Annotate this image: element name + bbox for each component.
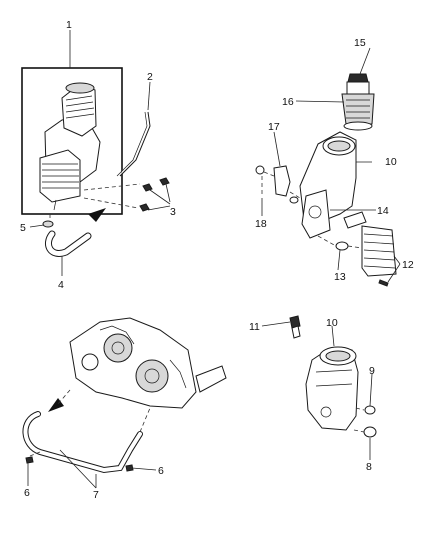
- callout-16: 16: [282, 96, 294, 108]
- exploded-housing-group: [255, 73, 397, 287]
- clamp: [42, 220, 54, 228]
- oil-tube: [119, 111, 151, 177]
- callout-18: 18: [255, 218, 267, 230]
- filter-element: [341, 93, 375, 125]
- bracket: [273, 165, 291, 197]
- pipe-arrow: [48, 398, 64, 412]
- callout-3: 3: [170, 206, 176, 218]
- housing-plate: [301, 189, 331, 239]
- callout-2: 2: [147, 71, 153, 83]
- o-ring-upper: [364, 405, 376, 415]
- bolts-group: [83, 177, 170, 212]
- callout-6-left: 6: [24, 487, 30, 499]
- seal-ring: [335, 241, 349, 251]
- o-ring-lower: [363, 426, 377, 438]
- filter-cap: [347, 73, 369, 83]
- callout-7: 7: [93, 489, 99, 501]
- housing-sensor-group: [289, 315, 377, 438]
- callout-10-top: 10: [385, 156, 397, 168]
- callout-1: 1: [66, 19, 72, 31]
- callout-15: 15: [354, 37, 366, 49]
- callout-12: 12: [402, 259, 414, 271]
- oil-filter-housing-assembly-group: [21, 67, 123, 215]
- callout-17: 17: [268, 121, 280, 133]
- sensor: [289, 315, 301, 329]
- assembly-box: [21, 67, 123, 215]
- callout-5: 5: [20, 222, 26, 234]
- canister-cap: [65, 82, 95, 94]
- callout-14: 14: [377, 205, 389, 217]
- callout-9: 9: [369, 365, 375, 377]
- direction-arrow: [88, 208, 106, 222]
- callout-11: 11: [249, 321, 260, 333]
- callout-10-bottom: 10: [326, 317, 338, 329]
- callout-8: 8: [366, 461, 372, 473]
- callout-13: 13: [334, 271, 346, 283]
- engine-assembly-group: [22, 317, 227, 474]
- callout-6-right: 6: [158, 465, 164, 477]
- callout-4: 4: [58, 279, 64, 291]
- leader-lines: [27, 30, 401, 489]
- gasket: [343, 211, 367, 229]
